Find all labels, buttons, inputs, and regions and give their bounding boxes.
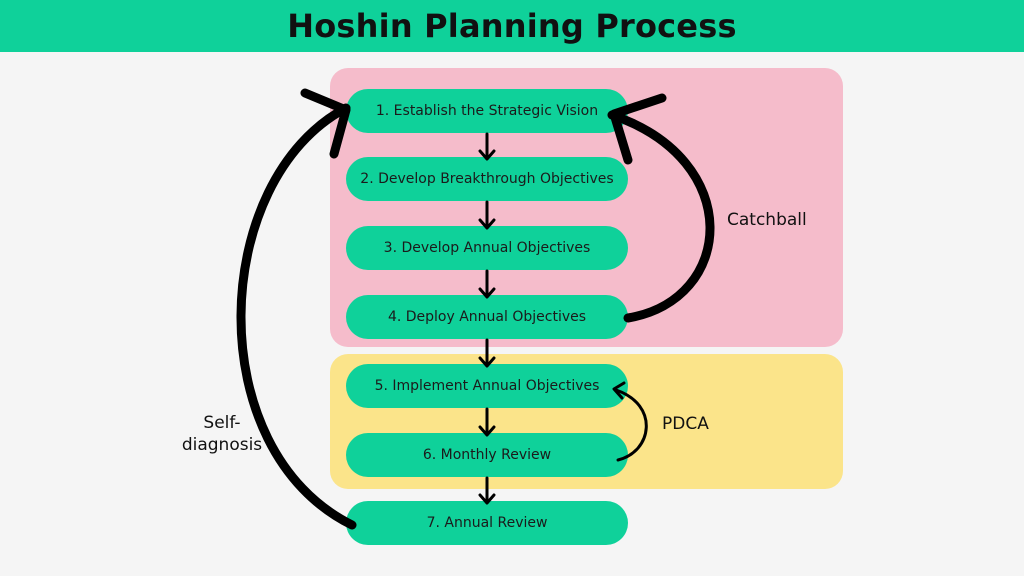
step-annual-review: 7. Annual Review [346, 501, 628, 545]
step-deploy-objectives: 4. Deploy Annual Objectives [346, 295, 628, 339]
down-arrow-4-5 [478, 338, 496, 368]
self-diagnosis-label-line2: diagnosis [181, 435, 263, 455]
down-arrow-3-4 [478, 269, 496, 299]
down-arrow-6-7 [478, 476, 496, 505]
pdca-label: PDCA [662, 414, 709, 434]
step-breakthrough-objectives: 2. Develop Breakthrough Objectives [346, 157, 628, 201]
title-bar: Hoshin Planning Process [0, 0, 1024, 52]
self-diagnosis-label: Self- diagnosis [180, 412, 264, 456]
pdca-loop-arrow [612, 381, 648, 462]
self-diagnosis-loop-arrow [236, 88, 357, 530]
page-title: Hoshin Planning Process [287, 7, 737, 45]
step-monthly-review: 6. Monthly Review [346, 433, 628, 477]
step-implement-objectives: 5. Implement Annual Objectives [346, 364, 628, 408]
self-diagnosis-label-line1: Self- [203, 413, 241, 433]
step-establish-vision: 1. Establish the Strategic Vision [346, 89, 628, 133]
catchball-label: Catchball [727, 210, 807, 230]
catchball-loop-arrow [607, 93, 715, 323]
down-arrow-1-2 [478, 132, 496, 161]
step-annual-objectives: 3. Develop Annual Objectives [346, 226, 628, 270]
down-arrow-2-3 [478, 200, 496, 230]
down-arrow-5-6 [478, 407, 496, 437]
